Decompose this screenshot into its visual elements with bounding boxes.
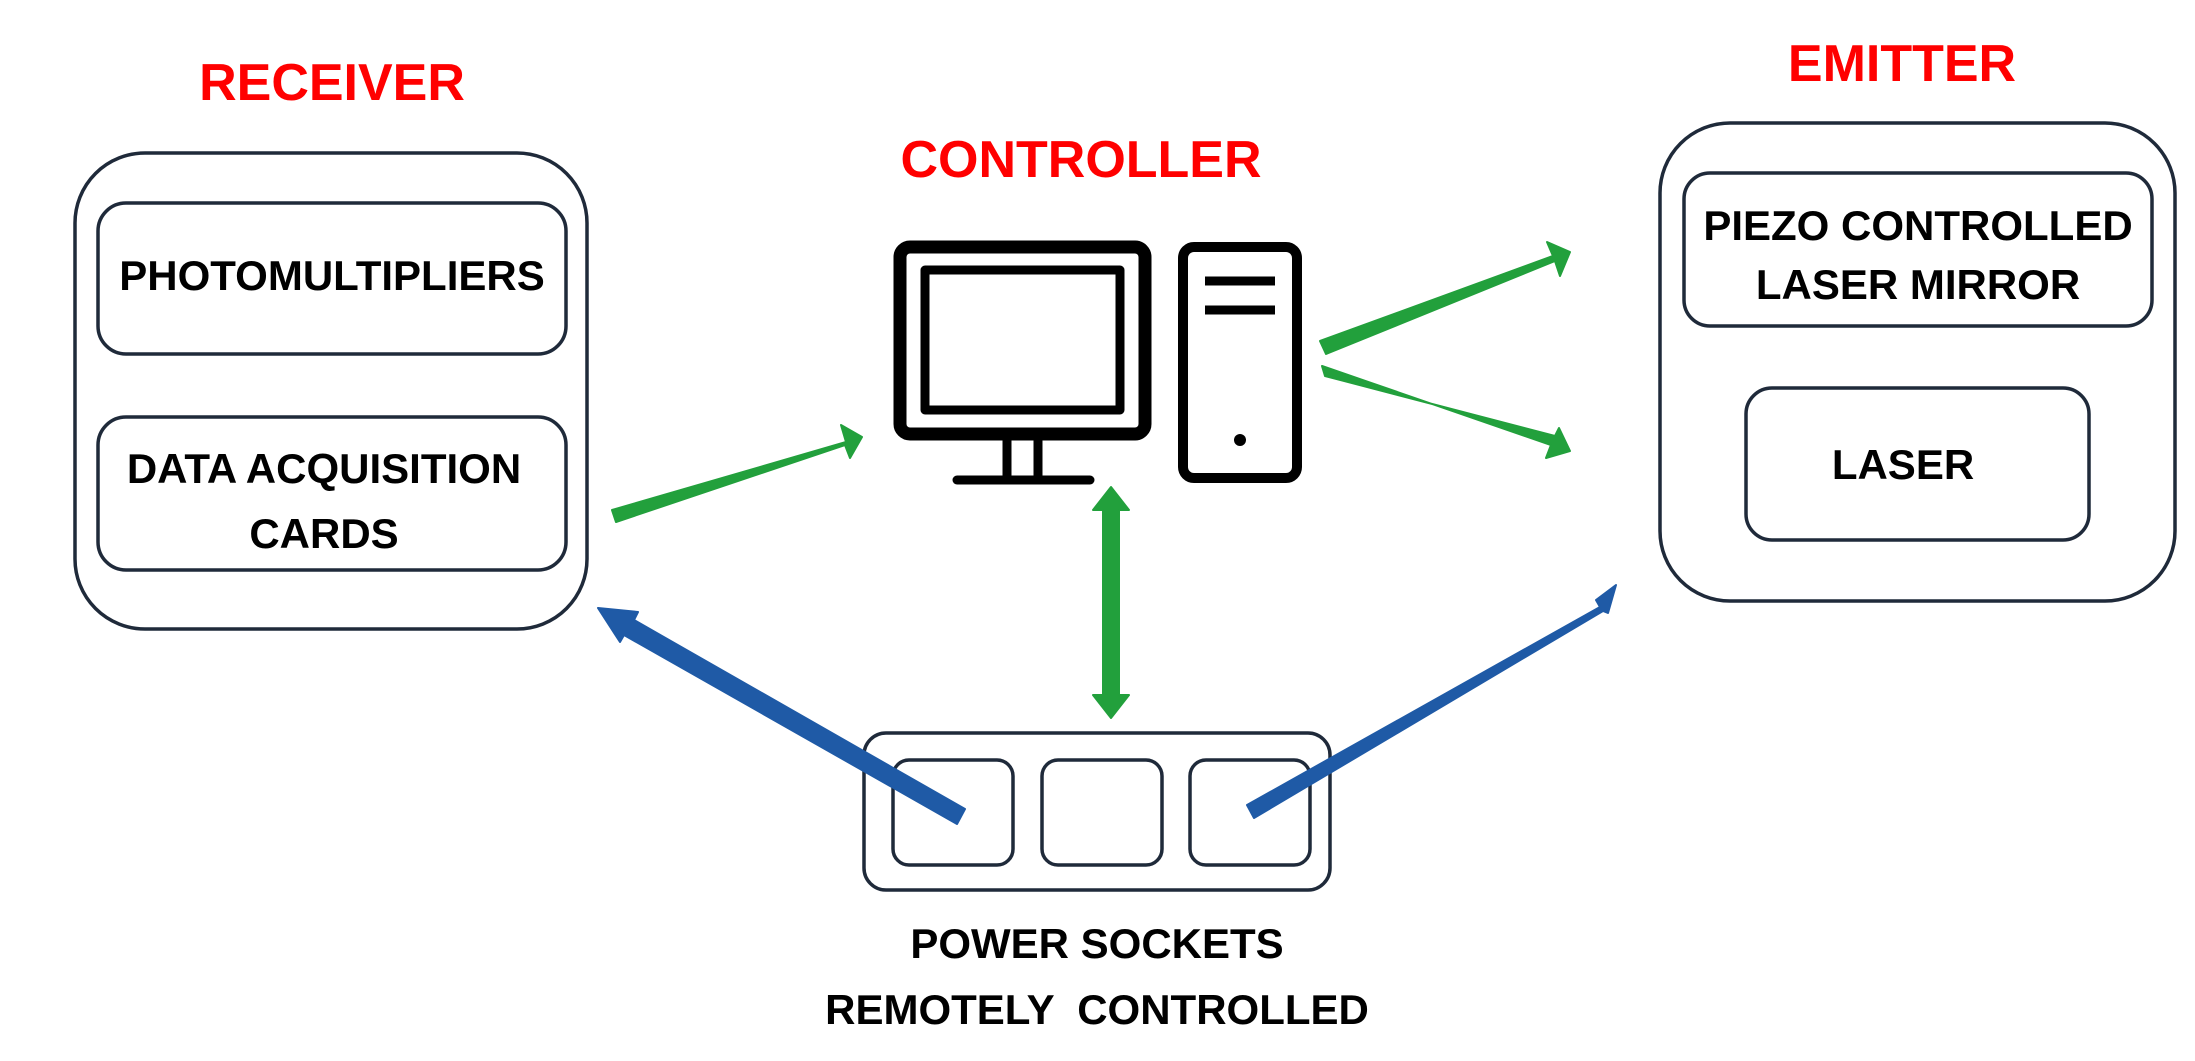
controller-title: CONTROLLER: [900, 131, 1261, 189]
laser-label: LASER: [1832, 441, 1974, 488]
pc-tower-icon: [1178, 242, 1302, 483]
power-sockets-caption-line1: POWER SOCKETS: [910, 920, 1283, 967]
arrow-power-to-emitter: [1246, 584, 1617, 819]
daq-cards-label-line2: CARDS: [249, 510, 398, 557]
power-socket: [1040, 758, 1164, 867]
arrows-layer: [597, 241, 1617, 825]
emitter-group: PIEZO CONTROLLED LASER MIRROR LASER: [1658, 121, 2177, 603]
arrow-controller-to-laser-mirror: [1319, 241, 1571, 355]
arrow-receiver-to-controller: [611, 424, 863, 523]
emitter-title: EMITTER: [1788, 35, 2016, 93]
receiver-group: PHOTOMULTIPLIERS DATA ACQUISITION CARDS: [73, 151, 589, 631]
arrow-controller-power-bidirectional: [1092, 486, 1130, 719]
laser-mirror-label-line1: PIEZO CONTROLLED: [1703, 202, 2132, 249]
receiver-title: RECEIVER: [199, 54, 465, 112]
arrow-controller-to-laser: [1321, 365, 1571, 459]
arrow-power-to-receiver: [597, 607, 966, 825]
daq-cards-box: [96, 415, 568, 572]
power-sockets-caption-line2: REMOTELY CONTROLLED: [825, 986, 1369, 1033]
daq-cards-label-line1: DATA ACQUISITION: [127, 445, 521, 492]
laser-mirror-label-line2: LASER MIRROR: [1756, 261, 2080, 308]
laser-box: [1744, 386, 2091, 542]
photomultipliers-label: PHOTOMULTIPLIERS: [119, 252, 544, 299]
photomultipliers-box: [96, 201, 568, 356]
laser-mirror-box: [1682, 171, 2154, 328]
monitor-icon: [893, 240, 1152, 485]
